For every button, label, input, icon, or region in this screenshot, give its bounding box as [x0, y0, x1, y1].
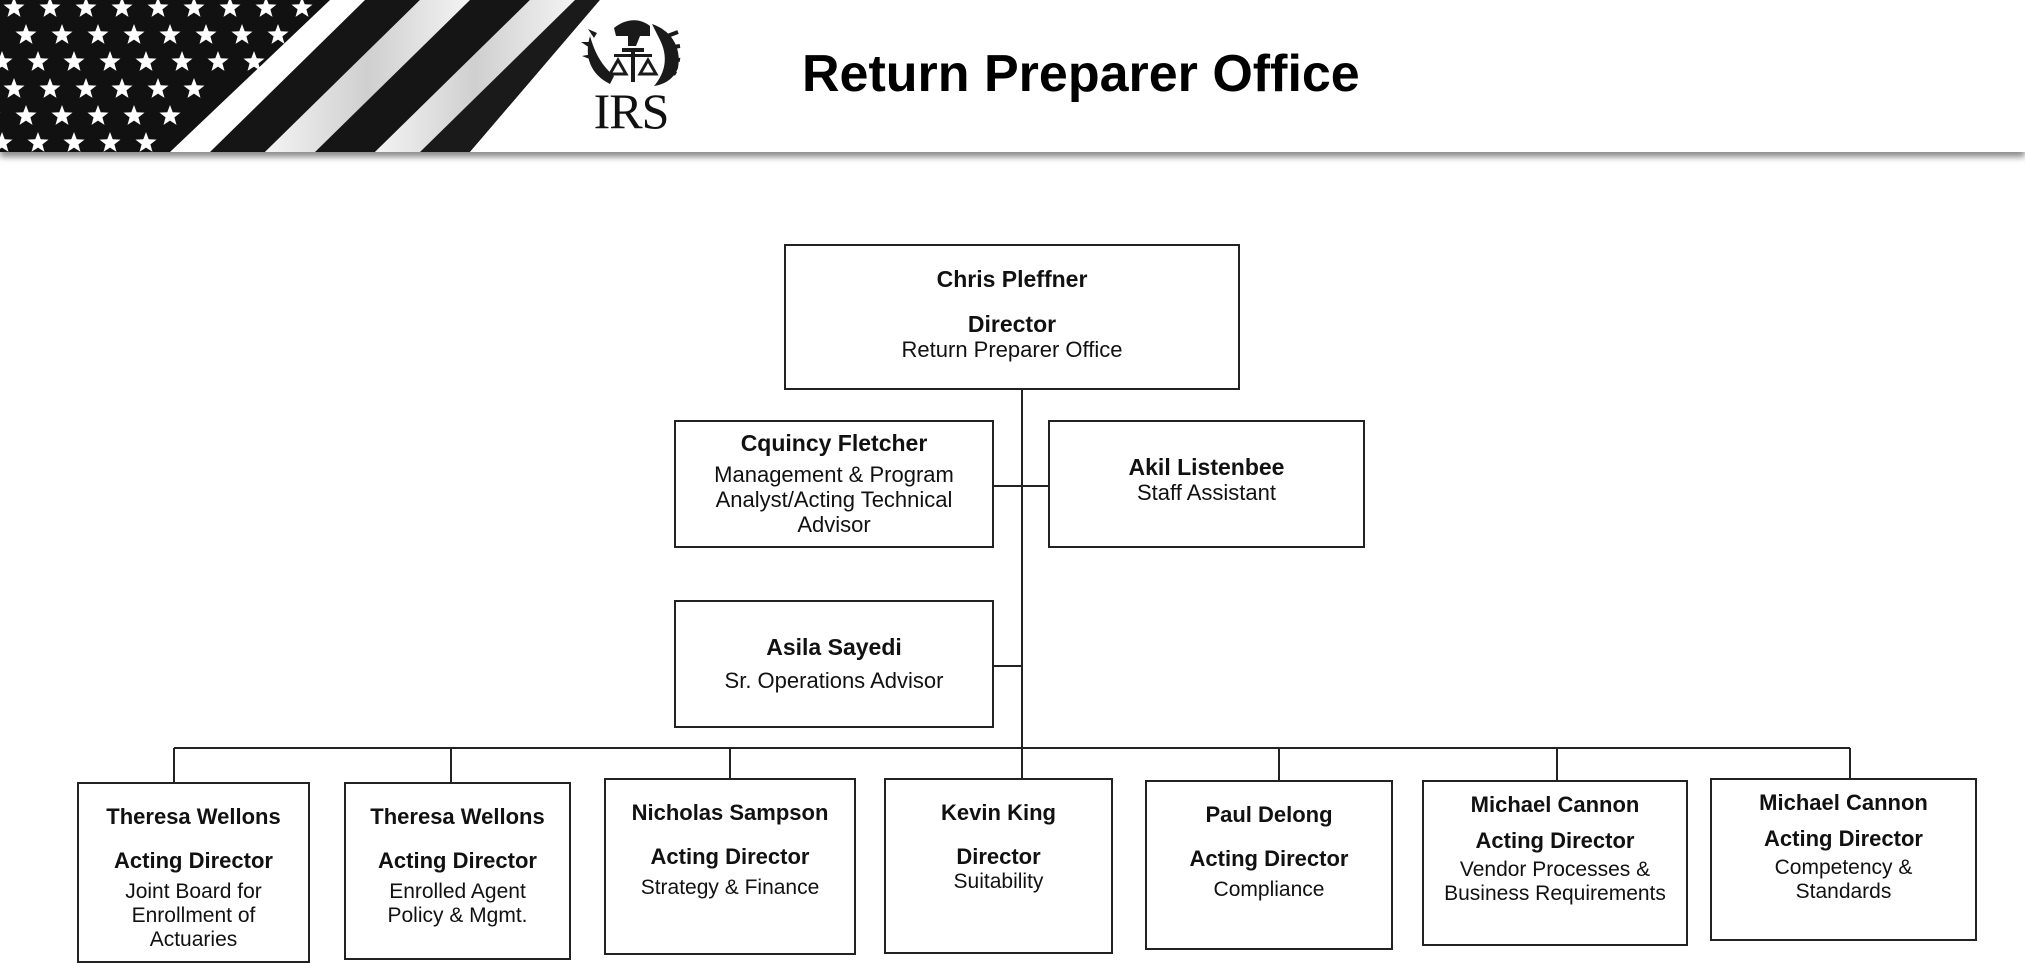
flag-star-icon [63, 51, 85, 71]
staff-name: Cquincy Fletcher [740, 430, 928, 456]
flag-star-icon [15, 105, 37, 125]
unit-title: Acting Director [114, 848, 273, 873]
unit-title: Acting Director [1475, 828, 1635, 853]
flag-star-icon [207, 51, 229, 71]
unit-org: Competency & Standards [1774, 856, 1913, 903]
flag-star-icon [3, 0, 25, 17]
flag-star-icon [27, 51, 49, 71]
flag-star-icon [0, 51, 13, 71]
unit-box: Nicholas Sampson Acting Director Strateg… [604, 778, 856, 955]
staff-box: Akil Listenbee Staff Assistant [1048, 420, 1365, 548]
header-banner: IRS Return Preparer Office [0, 0, 2025, 152]
unit-box: Michael Cannon Acting Director Vendor Pr… [1422, 780, 1688, 946]
flag-star-icon [27, 132, 49, 152]
flag-star-icon [123, 105, 145, 125]
flag-star-icon [111, 78, 133, 98]
flag-star-icon [99, 132, 121, 152]
staff-org: Staff Assistant [1136, 480, 1276, 505]
flag-star-icon [159, 105, 181, 125]
unit-box: Michael Cannon Acting Director Competenc… [1710, 778, 1977, 941]
unit-org: Joint Board for Enrollment of Actuaries [125, 880, 262, 951]
flag-star-icon [135, 132, 157, 152]
flag-star-icon [291, 0, 313, 17]
flag-star-icon [147, 78, 169, 98]
flag-star-icon [183, 78, 205, 98]
staff-org: Sr. Operations Advisor [724, 668, 944, 693]
flag-star-icon [255, 0, 277, 17]
flag-star-icon [171, 51, 193, 71]
flag-star-icon [39, 0, 61, 17]
flag-star-icon [3, 78, 25, 98]
unit-org: Enrolled Agent Policy & Mgmt. [387, 880, 528, 927]
unit-name: Paul Delong [1205, 802, 1333, 827]
flag-star-icon [51, 24, 73, 44]
flag-star-icon [111, 0, 133, 17]
page-title: Return Preparer Office [802, 45, 1360, 103]
flag-star-icon [87, 24, 109, 44]
unit-name: Michael Cannon [1470, 792, 1640, 817]
unit-org: Suitability [953, 870, 1044, 893]
flag-star-icon [267, 24, 289, 44]
flag-star-icon [63, 132, 85, 152]
flag-star-icon [243, 51, 265, 71]
flag-star-icon [219, 0, 241, 17]
us-flag-stars-stripes-icon [0, 0, 600, 152]
unit-title: Acting Director [650, 844, 810, 869]
director-title: Director [967, 311, 1057, 337]
irs-eagle-scales-icon [581, 20, 681, 86]
flag-star-icon [15, 24, 37, 44]
flag-star-icon [135, 51, 157, 71]
flag-star-icon [183, 0, 205, 17]
director-org: Return Preparer Office [901, 337, 1123, 362]
flag-star-icon [147, 0, 169, 17]
unit-org: Compliance [1213, 878, 1325, 901]
unit-box: Theresa Wellons Acting Director Enrolled… [344, 782, 571, 960]
director-name: Chris Pleffner [936, 266, 1088, 292]
flag-star-icon [159, 24, 181, 44]
director-box: Chris Pleffner Director Return Preparer … [784, 244, 1240, 390]
unit-title: Acting Director [1764, 826, 1923, 851]
flag-star-icon [39, 78, 61, 98]
staff-name: Akil Listenbee [1128, 454, 1285, 480]
irs-logo-text: IRS [593, 83, 670, 139]
unit-box: Theresa Wellons Acting Director Joint Bo… [77, 782, 310, 963]
unit-title: Acting Director [378, 848, 537, 873]
unit-name: Kevin King [941, 800, 1056, 825]
unit-box: Paul Delong Acting Director Compliance [1145, 780, 1393, 950]
unit-title: Director [956, 844, 1041, 869]
staff-name: Asila Sayedi [766, 634, 902, 660]
flag-star-icon [195, 24, 217, 44]
flag-star-icon [75, 0, 97, 17]
unit-title: Acting Director [1189, 846, 1349, 871]
unit-box: Kevin King Director Suitability [884, 778, 1113, 954]
flag-star-icon [51, 105, 73, 125]
flag-star-icon [231, 24, 253, 44]
flag-star-icon [87, 105, 109, 125]
staff-box: Asila Sayedi Sr. Operations Advisor [674, 600, 994, 728]
staff-box: Cquincy Fletcher Management & Program An… [674, 420, 994, 548]
unit-org: Vendor Processes & Business Requirements [1444, 858, 1666, 905]
flag-star-icon [0, 132, 13, 152]
unit-name: Theresa Wellons [370, 804, 545, 829]
flag-star-icon [99, 51, 121, 71]
flag-star-icon [75, 78, 97, 98]
unit-name: Michael Cannon [1759, 790, 1928, 815]
unit-org: Strategy & Finance [640, 876, 820, 899]
staff-org: Management & Program Analyst/Acting Tech… [714, 462, 954, 537]
unit-name: Nicholas Sampson [631, 800, 829, 825]
unit-name: Theresa Wellons [106, 804, 281, 829]
flag-star-icon [123, 24, 145, 44]
